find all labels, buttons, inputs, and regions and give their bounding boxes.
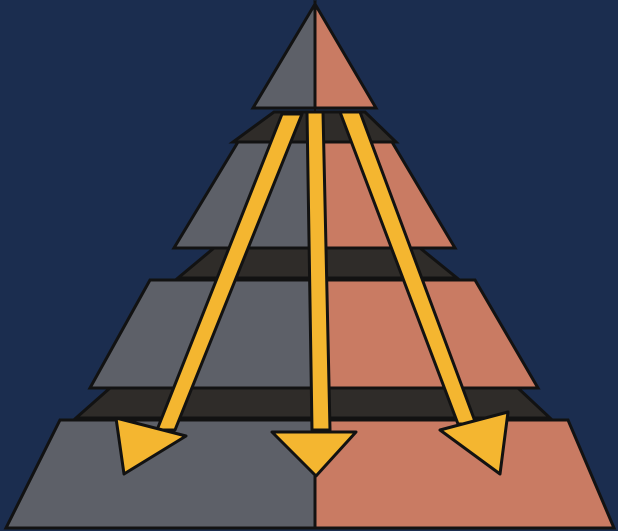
pyramid-diagram [0,0,618,531]
pyramid-svg [0,0,618,531]
